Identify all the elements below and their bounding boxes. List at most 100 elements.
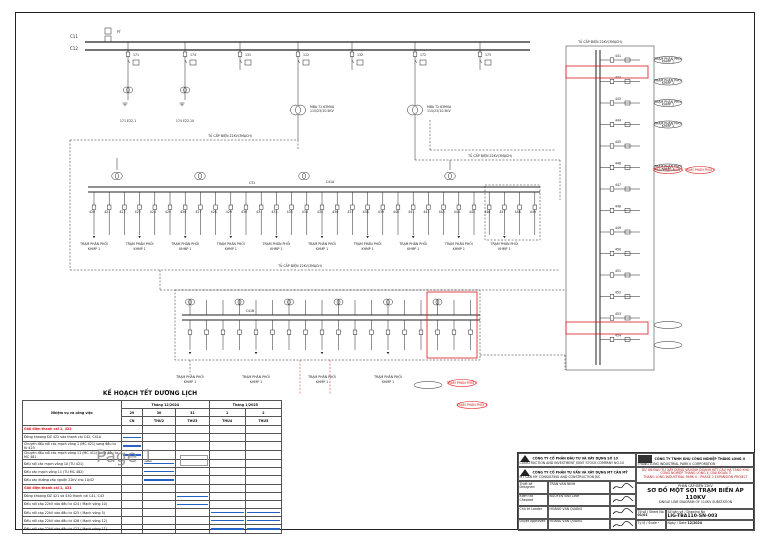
bus-label-c12: C12 <box>70 46 78 51</box>
load-label: TRẠM PHÂN PHỐI <box>653 99 682 104</box>
breaker-icon <box>609 57 615 63</box>
aux-transformer-icon <box>185 298 192 306</box>
plan-cell <box>244 483 283 493</box>
red-section-frame <box>565 65 649 79</box>
plan-day: 1 <box>208 408 246 418</box>
plan-cell <box>141 516 177 526</box>
feeder-number: 444 <box>454 210 460 214</box>
schedule-bar <box>246 512 280 514</box>
scale-cell: Tỷ lệ / Scale - <box>636 520 666 531</box>
load-arrow-icon <box>457 236 461 239</box>
aux-transformer-icon <box>115 172 123 180</box>
load-bubble <box>653 321 683 329</box>
title-block: CÔNG TY CỔ PHẦN ĐẦU TƯ VÀ XÂY DỰNG SỐ 10… <box>517 452 755 531</box>
breaker-icon <box>609 100 615 106</box>
plan-row: Đóng khoang ĐZ 422 vào thanh cái C42, C4… <box>22 432 283 442</box>
plan-task: Đóng khoang ĐZ 421 và 430 thanh cái C41,… <box>22 491 122 501</box>
plan-cell <box>175 499 210 510</box>
load-label: TRẠM PHÂN PHỐI <box>241 374 270 379</box>
feeder-number: 424 <box>150 210 156 214</box>
plan-row: Đấu nối cáp 22kV vào đầu tư 425 ( Mạch v… <box>22 508 283 518</box>
drawing-no: LIG-TBA110-SN-003 <box>667 514 718 520</box>
feeder-name: 174 E22.10 <box>176 119 194 123</box>
feeder-number: 431 <box>256 210 262 214</box>
plan-row: Đấu các mạch vòng 11 (TU MC 482) <box>22 467 283 477</box>
red-load-bubble <box>456 401 488 409</box>
breaker-icon <box>350 204 355 210</box>
plan-day: 30 <box>141 408 177 418</box>
feeder-number: 436 <box>332 210 338 214</box>
plan-cell <box>121 516 143 526</box>
plan-cell <box>141 432 177 442</box>
breaker-icon <box>609 272 615 278</box>
plan-cell <box>141 524 177 534</box>
feeder-number: 447 <box>615 183 621 187</box>
plan-cell <box>208 440 246 451</box>
breaker-icon <box>471 204 477 210</box>
load-arrow-icon <box>320 236 324 239</box>
schedule-bar <box>210 520 244 522</box>
tx-ratio: 115/23/10.5KV <box>310 109 334 113</box>
breaker-icon <box>336 329 341 335</box>
aux-transformer-icon <box>448 172 456 180</box>
breaker-icon <box>137 204 142 210</box>
drawing-group: PHẦN CẤP ĐIỆN 22KV <box>678 483 713 488</box>
company-left-2-en: MT CAN MY CONSULTING AND CONSTRUCTION JS… <box>519 474 601 479</box>
plan-table: Nhiệm vụ và công việc Tháng 12/2024 Thán… <box>22 399 283 534</box>
scale-label: Tỷ lệ / Scale <box>637 520 657 525</box>
feeder-number: 447 <box>499 210 505 214</box>
plan-cell <box>175 508 210 518</box>
load-sub: KHMP 1 <box>662 60 674 64</box>
load-arrow-icon <box>411 236 415 239</box>
switch-icon <box>351 59 355 64</box>
signature-icon <box>612 520 634 527</box>
load-sub: KHMP 1 <box>133 247 145 251</box>
aux-transformer-icon <box>194 172 202 180</box>
feeder-number: 428 <box>211 210 217 214</box>
aux-transformer-icon <box>284 298 291 306</box>
plan-cell <box>175 432 210 442</box>
company-left-1-en: CONSTRUCTION AND INVESTMENT JOINT STOCK … <box>519 460 624 465</box>
bus-label: C31 <box>249 181 255 185</box>
load-label: TRẠM PHÂN PHỐI <box>653 120 682 125</box>
feeder-number: 420 <box>89 210 95 214</box>
breaker-icon <box>487 204 492 210</box>
feeder-number: 441 <box>615 54 621 58</box>
breaker-icon <box>303 329 308 335</box>
feeder-number: 439 <box>378 210 384 214</box>
drawing-title: SƠ ĐỒ MỘT SỢI TRẠM BIẾN ÁP 110KV <box>647 488 744 501</box>
ct-icon <box>624 143 631 149</box>
switch-icon <box>239 59 243 64</box>
power-transformer-icon <box>290 104 301 116</box>
load-label: TRẠM PHÂN PHỐI <box>307 374 336 379</box>
bus-label: C41A <box>326 180 335 184</box>
ct-icon <box>624 100 631 106</box>
date-label: Ngày / Date <box>667 520 687 525</box>
feeder-number: 446 <box>615 162 621 166</box>
plan-col-task: Nhiệm vụ và công việc <box>22 400 122 426</box>
red-load-label: TRẠM PHÂN PHỐI 2 <box>684 167 716 172</box>
load-label: TRẠM PHÂN PHỐI <box>170 241 199 246</box>
breaker-icon <box>456 204 461 210</box>
plan-cell <box>141 467 177 477</box>
breaker-icon <box>411 204 416 210</box>
breaker-icon <box>274 204 279 210</box>
red-load-label: TRẠM PHÂN PHỐI 1 <box>652 167 684 172</box>
aux-transformer-icon <box>188 298 195 306</box>
project-name: DỰ ÁN ĐẦU TƯ XÂY DỰNG VÀ KINH DOANH KẾT … <box>636 467 755 483</box>
feeder-number: 454 <box>615 334 621 338</box>
breaker-icon <box>319 329 325 335</box>
breaker-icon <box>426 204 431 210</box>
red-load-bubble <box>653 166 683 174</box>
plan-task: Đấu nối cáp 22kV vào đầu tư 424 ( Mạch v… <box>22 499 122 510</box>
breaker-icon <box>286 329 292 335</box>
schedule-bar <box>143 471 175 473</box>
load-arrow-icon <box>183 236 187 239</box>
load-arrow-icon <box>503 236 506 239</box>
load-arrow-icon <box>320 352 324 355</box>
bay-number: 131 <box>245 53 251 57</box>
plan-cell <box>121 508 143 518</box>
load-arrow-icon <box>254 352 258 355</box>
feeder-number: 437 <box>347 210 353 214</box>
